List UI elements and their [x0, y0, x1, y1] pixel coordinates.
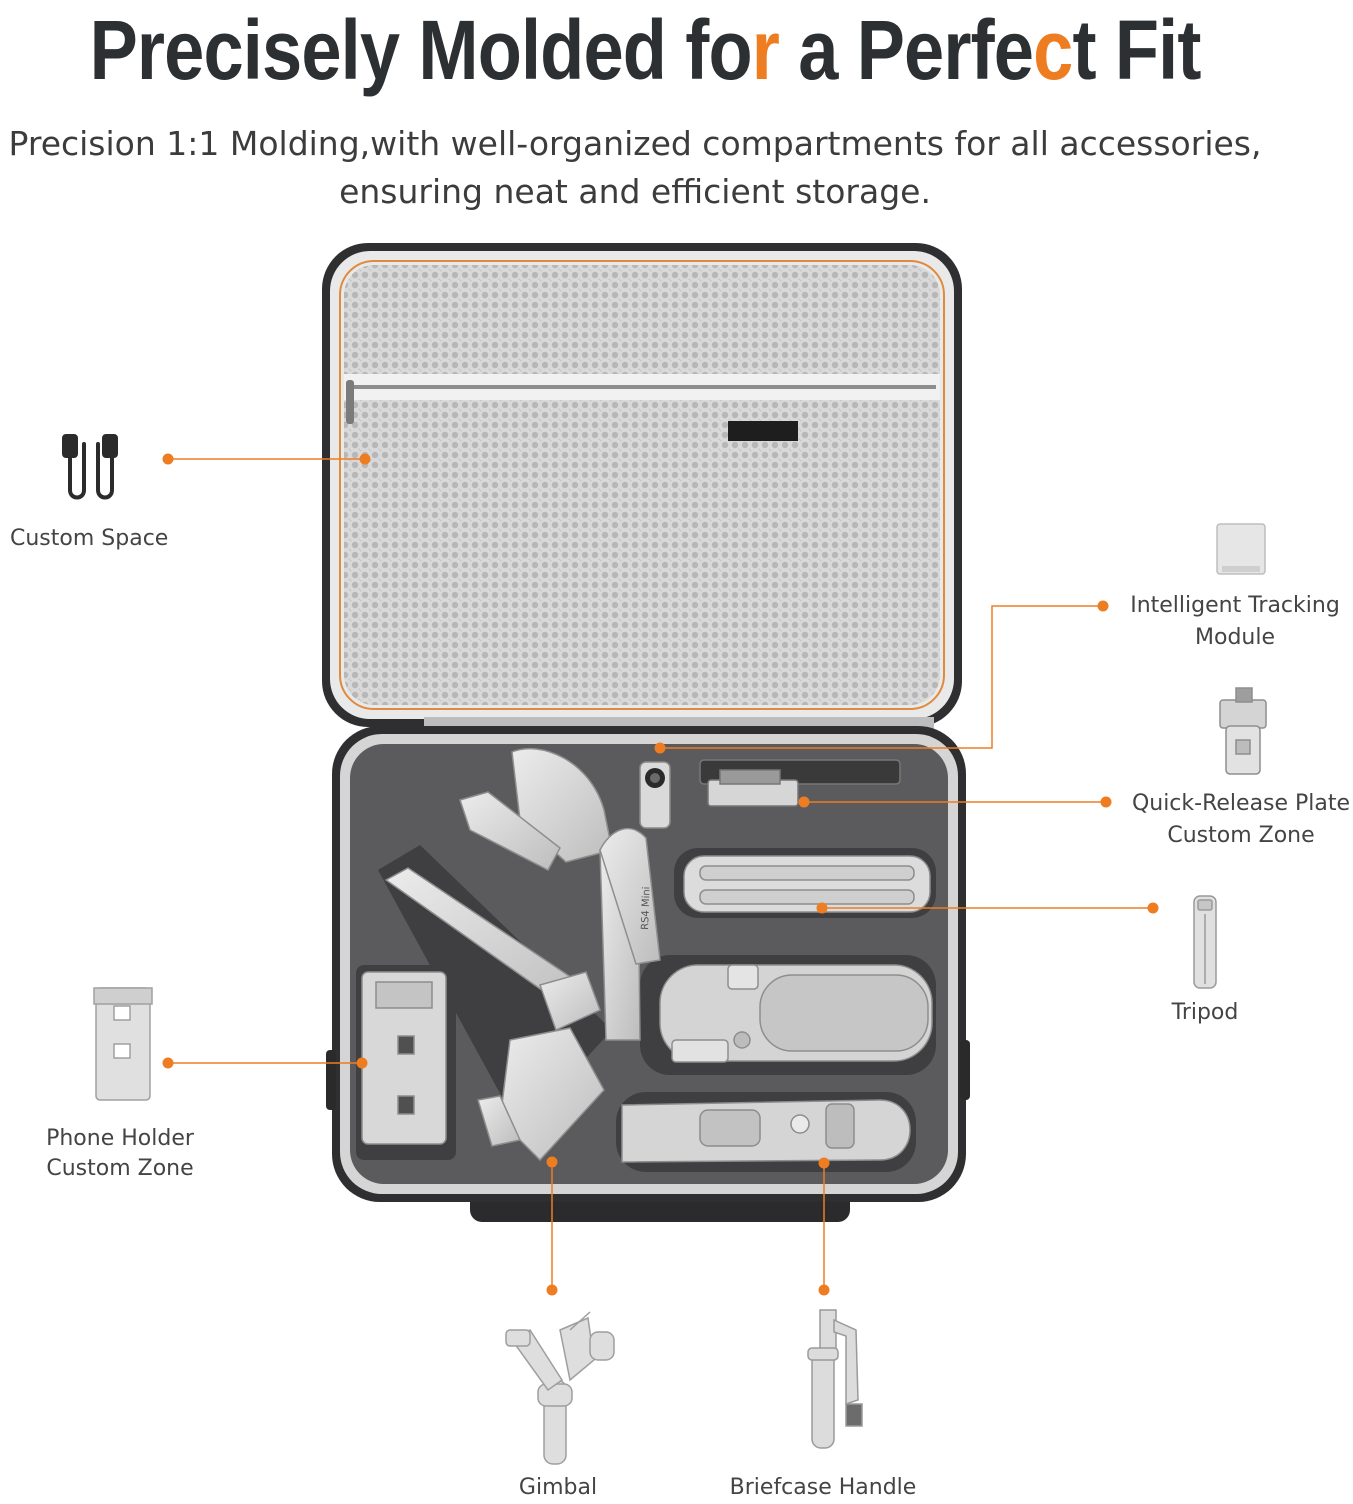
phone-holder-icon — [93, 987, 153, 1101]
tracking-module — [639, 761, 671, 829]
zipper-pull[interactable] — [346, 380, 354, 424]
brand-tag — [728, 421, 798, 441]
label-phone-holder: Phone Holder Custom Zone — [40, 1124, 200, 1184]
headline: Precisely Molded for a Perfect Fit — [89, 2, 1202, 98]
callout-dots — [162, 453, 1159, 1296]
label-quick-release-line-1: Quick-Release Plate — [1131, 791, 1351, 816]
label-tracking-line-1: Intelligent Tracking — [1130, 593, 1340, 618]
label-gimbal-text: Gimbal — [518, 1475, 598, 1500]
gimbal-icon — [505, 1311, 615, 1465]
label-custom-space-text: Custom Space — [10, 526, 169, 551]
cable-icon — [62, 434, 118, 500]
tracking-module-icon — [1216, 523, 1266, 575]
headline-part-3: t Fit — [1072, 3, 1201, 97]
label-briefcase-handle: Briefcase Handle — [722, 1472, 924, 1504]
headline-part-2: a Perfe — [778, 3, 1034, 97]
subtitle-line-1: Precision 1:1 Molding,with well-organize… — [8, 124, 1262, 163]
mesh-pocket — [344, 265, 940, 705]
case-lid — [322, 243, 962, 727]
label-phone-holder-line-2: Custom Zone — [46, 1156, 194, 1181]
gimbal-body — [384, 747, 661, 1162]
label-quick-release: Quick-Release Plate Custom Zone — [1130, 788, 1352, 852]
tripod-in-case — [683, 855, 931, 913]
briefcase-handle-in-case — [621, 1099, 911, 1163]
quick-release-plate-icon — [1219, 687, 1267, 775]
label-quick-release-line-2: Custom Zone — [1167, 823, 1315, 848]
subtitle-line-2: ensuring neat and efficient storage. — [339, 172, 931, 211]
label-tripod: Tripod — [1160, 997, 1250, 1029]
briefcase-handle-icon — [807, 1309, 863, 1449]
phone-holder-in-case — [361, 971, 447, 1145]
tripod-icon — [1193, 895, 1217, 989]
label-custom-space: Custom Space — [10, 523, 168, 555]
label-phone-holder-line-1: Phone Holder — [46, 1126, 194, 1151]
quick-release-plate — [699, 759, 901, 807]
callout-lines — [168, 458, 1153, 1290]
label-briefcase-handle-text: Briefcase Handle — [729, 1475, 917, 1500]
label-tracking-module: Intelligent Tracking Module — [1128, 590, 1342, 654]
product-print: RS4 Mini — [640, 886, 653, 930]
label-gimbal: Gimbal — [508, 1472, 608, 1504]
headline-accent-2: c — [1033, 3, 1073, 97]
headline-accent-1: r — [751, 3, 780, 97]
gimbal-handle — [659, 964, 933, 1063]
subtitle: Precision 1:1 Molding,with well-organize… — [0, 120, 1270, 216]
headline-part-1: Precisely Molded fo — [89, 3, 753, 97]
label-tracking-line-2: Module — [1195, 625, 1275, 650]
label-tripod-text: Tripod — [1171, 1000, 1239, 1025]
